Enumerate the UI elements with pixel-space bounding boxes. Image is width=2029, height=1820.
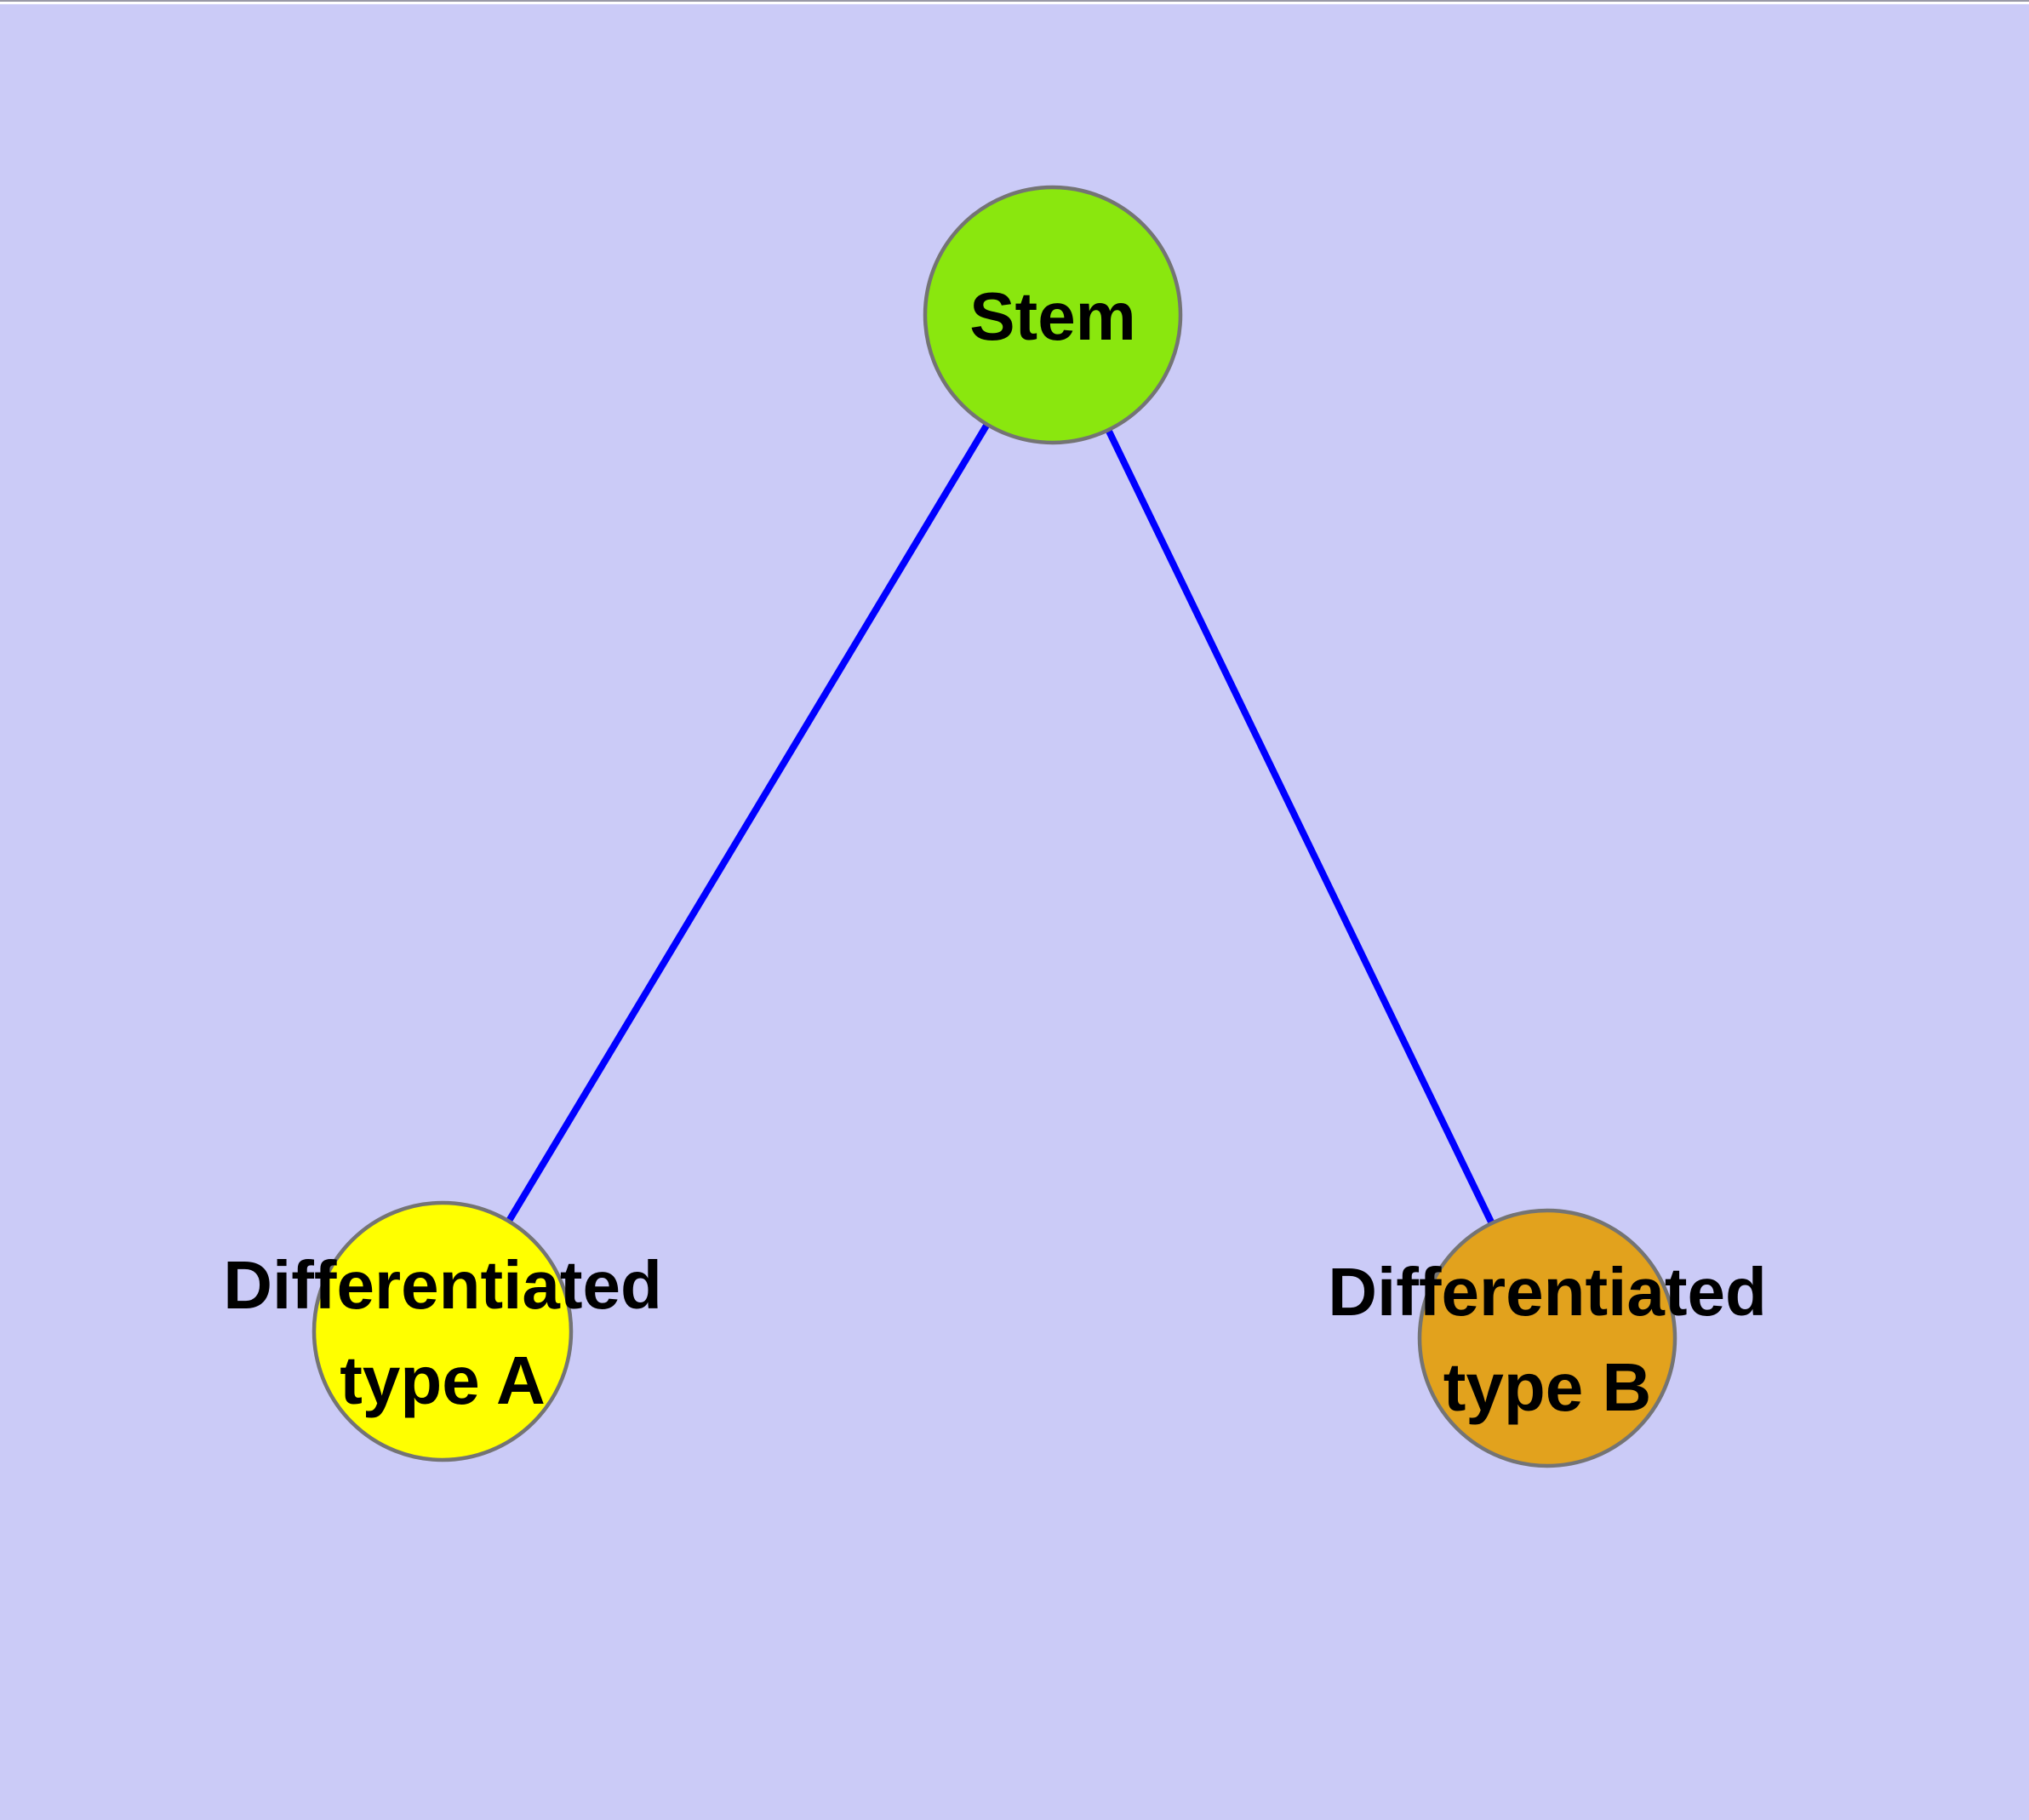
node-layer: [311, 185, 1677, 1468]
node-type-a-label-line-1: Differentiated: [223, 1247, 662, 1323]
node-type-a-label-line-2: type A: [340, 1342, 546, 1418]
node-stem-label: Stem: [969, 278, 1136, 354]
node-stem-circle: [923, 185, 1183, 445]
edge-stem-type-b: [1049, 313, 1551, 1340]
node-type-b-label-line-1: Differentiated: [1328, 1254, 1767, 1330]
edge-stem-type-a: [439, 312, 1056, 1334]
node-type-b-label-line-2: type B: [1443, 1349, 1652, 1425]
node-type-a-label: Differentiated type A: [223, 1247, 662, 1418]
node-type-a-circle: [311, 1200, 574, 1462]
node-type-b-circle: [1417, 1208, 1677, 1468]
node-type-b-label: Differentiated type B: [1328, 1254, 1767, 1425]
edge-layer: [439, 312, 1551, 1340]
node-stem-label-line-1: Stem: [969, 278, 1136, 354]
